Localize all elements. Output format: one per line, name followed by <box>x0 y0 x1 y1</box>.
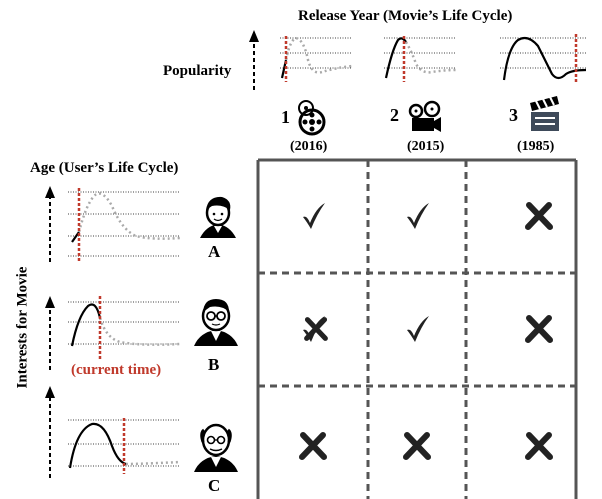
movie-camera-icon <box>408 100 441 132</box>
grid-mark-check-crossed-r2-c1 <box>303 316 328 342</box>
movie-3-number: 3 <box>509 105 518 125</box>
interests-axis-arrow <box>45 386 55 478</box>
adult-user-glasses-icon <box>194 299 238 346</box>
movie-2-lifecycle-curve <box>384 36 457 82</box>
grid-marks <box>299 202 553 460</box>
grid-mark-check-r2-c2 <box>407 316 429 342</box>
user-a-lifecycle-curve <box>68 188 181 262</box>
age-arrow-row-a <box>45 186 55 262</box>
interest-grid <box>256 158 578 499</box>
popularity-axis-arrow <box>249 30 259 90</box>
clapperboard-icon <box>530 96 559 131</box>
user-b-lifecycle-curve <box>68 296 181 360</box>
movie-2-number: 2 <box>390 105 399 125</box>
grid-mark-cross-r3-c1 <box>299 432 327 460</box>
young-user-avatar-icon <box>200 196 236 238</box>
grid-mark-cross-r3-c2 <box>403 432 431 460</box>
senior-user-bald-icon <box>194 423 238 472</box>
grid-mark-check-r1-c2 <box>407 203 429 229</box>
grid-mark-cross-r2-c3 <box>525 315 553 343</box>
age-header: Age (User’s Life Cycle) <box>30 160 179 176</box>
movie-2-year: (2015) <box>407 139 445 154</box>
grid-mark-cross-r3-c3 <box>525 432 553 460</box>
movie-1-number: 1 <box>281 107 290 127</box>
grid-mark-check-r1-c1 <box>303 203 325 229</box>
user-c-lifecycle-curve <box>68 418 181 474</box>
movie-1-lifecycle-curve <box>280 36 353 82</box>
movie-1-year: (2016) <box>290 139 328 154</box>
movie-3-lifecycle-curve <box>500 34 587 82</box>
current-time-label: (current time) <box>71 362 162 378</box>
movie-3-year: (1985) <box>517 139 555 154</box>
grid-mark-cross-r1-c3 <box>525 202 553 230</box>
user-c-label: C <box>208 476 221 495</box>
age-arrow-row-b <box>45 296 55 370</box>
popularity-label: Popularity <box>163 63 232 79</box>
user-b-label: B <box>208 355 220 374</box>
film-reels-icon <box>298 100 326 136</box>
user-a-label: A <box>208 242 221 261</box>
release-year-header: Release Year (Movie’s Life Cycle) <box>298 8 513 24</box>
